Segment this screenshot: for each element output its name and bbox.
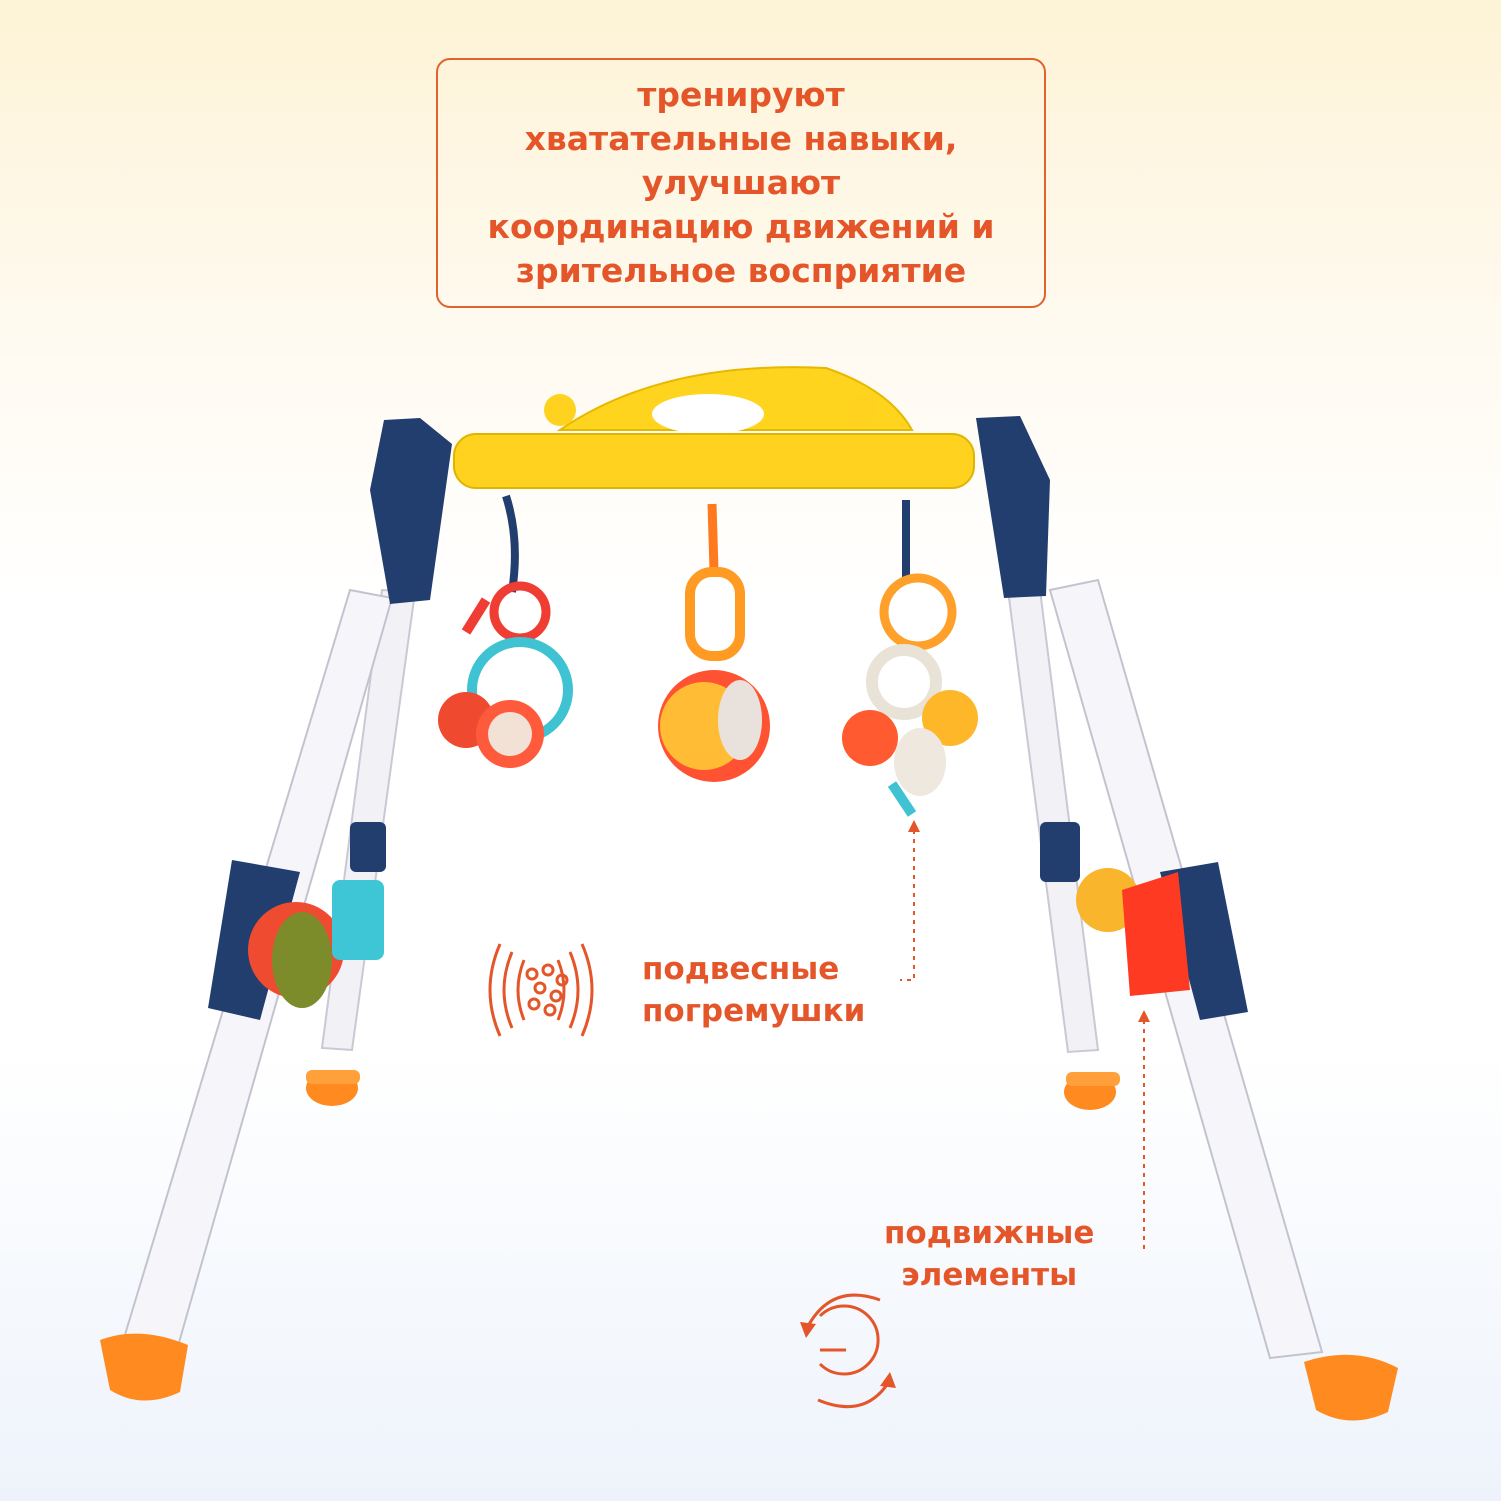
moving-leader-line (1138, 1020, 1145, 1249)
left-corner-joint (370, 418, 452, 604)
headline-line-4: координацию движений и (487, 207, 995, 246)
rattle-twins-toy (842, 500, 978, 817)
headline-line-2: хватательные навыки, (524, 119, 958, 158)
rattles-leader-arrow (908, 820, 920, 832)
moving-callout: подвижные элементы (884, 1212, 1094, 1296)
headline-box: тренируют хватательные навыки, улучшают … (436, 58, 1046, 308)
rotate-arrows-icon (800, 1293, 896, 1409)
rattle-ball-toy (658, 503, 770, 782)
top-crossbar (453, 366, 975, 489)
right-corner-joint (976, 416, 1050, 598)
headline-line-5: зрительное восприятие (515, 251, 967, 290)
headline-line-1: тренируют (637, 75, 845, 114)
moving-callout-line-1: подвижные (884, 1215, 1095, 1251)
rattles-callout: подвесные погремушки (642, 948, 865, 1032)
front-right-leg (1048, 578, 1398, 1421)
right-spinner-toy (1040, 822, 1190, 996)
rattle-sun-toy (438, 494, 573, 768)
left-spinner-toy (248, 822, 386, 1008)
headline-line-3: улучшают (641, 163, 841, 202)
rattle-sound-icon (488, 943, 594, 1037)
rattles-callout-line-2: погремушки (642, 993, 866, 1029)
moving-leader-arrow (1138, 1010, 1150, 1022)
moving-callout-line-2: элементы (901, 1257, 1078, 1293)
rattles-callout-line-1: подвесные (642, 951, 840, 987)
rattles-leader-line (900, 830, 915, 981)
